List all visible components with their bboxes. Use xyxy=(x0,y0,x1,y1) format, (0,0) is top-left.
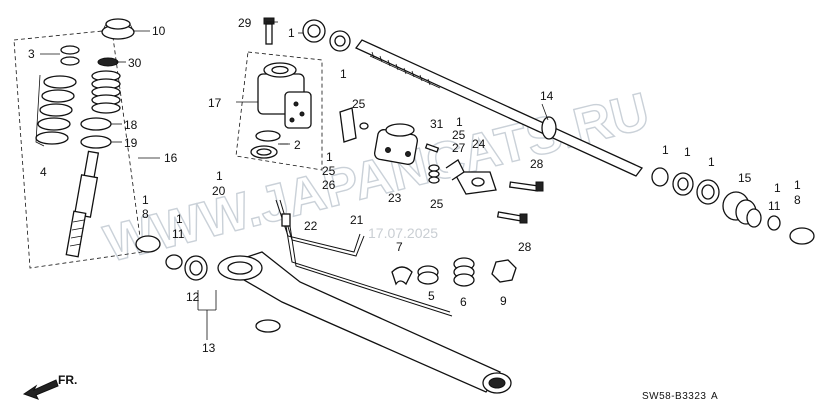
label-11-a: 11 xyxy=(172,227,185,241)
seal-ring-stack-4[interactable] xyxy=(35,75,77,145)
boot-part-15[interactable] xyxy=(722,191,762,228)
label-28-a: 28 xyxy=(530,157,544,171)
label-3: 3 xyxy=(28,47,35,61)
callout-labels: 10 3 30 18 19 16 4 29 1 1 17 2 1 20 25 1… xyxy=(28,16,801,355)
label-16: 16 xyxy=(164,151,178,165)
label-18: 18 xyxy=(124,118,138,132)
label-27: 27 xyxy=(452,141,466,155)
clamp-part-8-left[interactable] xyxy=(135,235,161,253)
label-25-d: 25 xyxy=(430,197,444,211)
pinion-shaft-part-16[interactable] xyxy=(65,150,100,258)
label-1-b: 1 xyxy=(340,67,347,81)
nut-part-9[interactable] xyxy=(491,259,517,283)
bolt-part-28-upper[interactable] xyxy=(508,181,544,192)
diagram-code-suffix: A xyxy=(711,391,718,402)
direction-label: FR. xyxy=(58,373,77,387)
bushing-part-11-left[interactable] xyxy=(165,254,183,270)
diagram-code-text: SW58-B3323 xyxy=(642,391,706,402)
label-19: 19 xyxy=(124,136,138,150)
label-15: 15 xyxy=(738,171,752,185)
label-14: 14 xyxy=(540,89,554,103)
gasket-part-25[interactable] xyxy=(445,159,465,181)
watermark: WWW.JAPANCATS.RU 17.07.2025 xyxy=(98,82,655,275)
label-1-c: 1 xyxy=(216,169,223,183)
dust-cap-part-10[interactable] xyxy=(101,18,135,40)
label-28-b: 28 xyxy=(518,240,532,254)
valve-body-part-17[interactable] xyxy=(257,62,312,129)
guide-part-7[interactable] xyxy=(391,266,413,286)
cylinder-end-part-23[interactable] xyxy=(373,123,419,165)
label-31: 31 xyxy=(430,117,444,131)
label-4: 4 xyxy=(40,165,47,179)
label-13: 13 xyxy=(202,341,216,355)
label-12: 12 xyxy=(186,290,200,304)
arrow-left-icon xyxy=(22,379,59,400)
label-1-a: 1 xyxy=(288,26,295,40)
label-11-b: 11 xyxy=(768,199,781,213)
diagram-code: SW58-B3323 A xyxy=(642,391,718,402)
label-1-h: 1 xyxy=(708,155,715,169)
label-30: 30 xyxy=(128,56,142,70)
label-1-l: 1 xyxy=(176,212,183,226)
ring-part-18[interactable] xyxy=(80,117,112,131)
label-23: 23 xyxy=(388,191,402,205)
label-1-i: 1 xyxy=(774,181,781,195)
valve-assembly-outline xyxy=(13,29,143,269)
label-6: 6 xyxy=(460,295,467,309)
label-7: 7 xyxy=(396,240,403,254)
label-8-a: 8 xyxy=(142,207,149,221)
watermark-text: WWW.JAPANCATS.RU xyxy=(99,82,655,273)
label-22: 22 xyxy=(304,219,318,233)
spring-part-5[interactable] xyxy=(417,265,439,285)
leader-lines xyxy=(40,21,549,340)
label-10: 10 xyxy=(152,24,166,38)
label-26: 26 xyxy=(322,178,336,192)
bolt-part-28-lower[interactable] xyxy=(496,211,528,224)
rack-part-14[interactable] xyxy=(354,39,644,177)
front-direction-arrow: FR. xyxy=(22,373,77,400)
valve-body-group xyxy=(235,51,323,171)
label-1-e: 1 xyxy=(456,115,463,129)
label-5: 5 xyxy=(428,289,435,303)
clamp-part-8-right[interactable] xyxy=(789,227,815,245)
label-20: 20 xyxy=(212,184,226,198)
label-8-b: 8 xyxy=(794,193,801,207)
label-1-j: 1 xyxy=(794,178,801,192)
valve-assembly-group xyxy=(13,29,143,269)
seal-part-3-b[interactable] xyxy=(60,56,80,66)
label-2: 2 xyxy=(294,138,301,152)
spring-part-30[interactable] xyxy=(91,57,121,114)
label-1-d: 1 xyxy=(326,150,333,164)
bracket-part-25-left[interactable] xyxy=(339,107,369,143)
bolt-part-29[interactable] xyxy=(263,17,275,45)
pipe-line-long[interactable] xyxy=(285,225,453,317)
label-1-g: 1 xyxy=(684,145,691,159)
seal-part-3-a[interactable] xyxy=(60,45,80,55)
label-1-f: 1 xyxy=(662,143,669,157)
label-9: 9 xyxy=(500,294,507,308)
label-25-a: 25 xyxy=(352,97,366,111)
seal-part-12[interactable] xyxy=(184,255,208,281)
watermark-date: 17.07.2025 xyxy=(368,225,438,241)
label-24: 24 xyxy=(472,137,486,151)
spring-part-25-group[interactable] xyxy=(428,164,440,184)
label-25-c: 25 xyxy=(452,128,466,142)
bolt-part-31[interactable] xyxy=(424,143,440,153)
o-ring-part-2-a[interactable] xyxy=(255,130,281,142)
gear-housing-part-13[interactable] xyxy=(217,251,512,394)
label-25-b: 25 xyxy=(322,164,336,178)
label-17: 17 xyxy=(208,96,222,110)
valve-body-outline xyxy=(235,51,323,171)
label-21: 21 xyxy=(350,213,364,227)
cover-part-24[interactable] xyxy=(452,171,497,195)
boot-part-6[interactable] xyxy=(453,257,475,287)
ring-part-19[interactable] xyxy=(80,135,112,149)
label-1-k: 1 xyxy=(142,193,149,207)
bushing-part-11-right[interactable] xyxy=(767,215,781,231)
fitting-part-22[interactable] xyxy=(281,213,291,227)
seal-part-1-r1[interactable] xyxy=(651,167,669,187)
label-29: 29 xyxy=(238,16,252,30)
